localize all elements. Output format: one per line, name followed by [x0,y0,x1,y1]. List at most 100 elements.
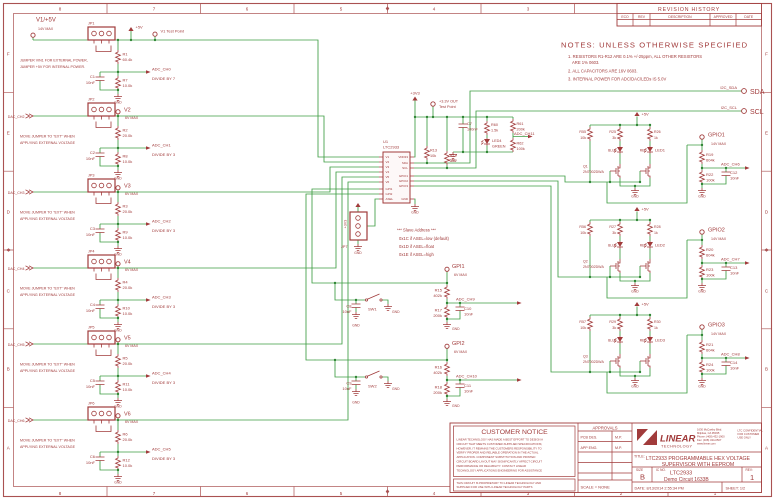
resistor-value: 20.0k [123,285,133,290]
led-color-label: GREEN [492,145,506,149]
resistor-ref: R1 [123,52,129,57]
sda-net-label: I2C_SDA [720,85,737,90]
led-color-label: RED [640,339,647,343]
adc-arrow [146,450,151,454]
test-point-3v3 [430,101,436,107]
adc-arrow [517,301,522,305]
gnd-label: GND [698,195,706,199]
approval-initials: M.P. [615,436,622,440]
channel-note: APPLYING EXTERNAL VOLTAGE [20,293,76,297]
cap-ref: C13 [730,265,738,270]
note-line: ARE 1% 0603. [572,60,599,65]
frame-col: 4 [433,7,436,12]
revision-header: ECO [621,15,629,19]
resistor-bottom [115,75,121,91]
adc-arrow [146,70,151,74]
divide-label: DIVIDE BY 3 [152,152,176,157]
chip-pin: ASEL [386,197,394,201]
chip-pin: VDD33 [398,155,408,159]
customer-notice-line: TECHNOLOGY APPLICATIONS ENGINEERING FOR … [457,468,543,472]
resistor-top [115,49,121,65]
resistor-ref: R30 [654,320,661,324]
adc-arrow [517,378,522,382]
adc-arrow [745,356,750,360]
cap-value: 10nF [730,271,740,276]
gnd-label: GND [392,310,400,314]
resistor-top [115,429,121,445]
cap-value: 10nF [464,312,474,317]
adc-arrow [146,298,151,302]
led-color-label: BLUE [608,149,616,153]
resistor-value: 10k [580,231,586,235]
wire-v3-bus [190,166,379,193]
resistor-top [699,339,705,355]
wire-v5-bus [190,176,379,345]
v1-max: 14V MAX [38,27,54,31]
schematic-title-line1: LTC2933 PROGRAMMABLE HEX VOLTAGE [646,456,751,462]
jumper-shunt [95,425,112,432]
mosfet-part: 2N7002DWA [583,170,604,174]
note-line: 3. INTERNAL POWER FOR ADC/DAC/LEDs IS 5.… [568,77,666,82]
channel-note: APPLYING EXTERNAL VOLTAGE [20,217,76,221]
linear-logo-icon [635,429,648,441]
cap-ref: C8 [346,304,352,309]
approval-role: APP ENG. [581,446,598,450]
led-ref: LED1 [655,148,666,153]
sda-terminal [741,88,747,94]
gpio-name: GPIO3 [708,323,725,329]
led-color-label: RED [640,149,647,153]
gnd-label: GND [352,324,360,328]
resistor-value: 10.0k [123,463,133,468]
channel-terminal: V4 6V MAX [115,260,139,272]
gnd-label: GND [114,405,122,409]
dac-input: DAC_CH2 [8,113,34,119]
wire-adc11-div [512,117,528,138]
channel-block: JP2 V2 6V MAX DAC_CH2 R2 20.0k ADC_CH1 D… [8,98,190,181]
resistor-top [115,125,121,141]
resistor-value: 3k [612,136,616,140]
resistor-value: 1k [654,231,658,235]
company-addr-line: 1630 McCarthy Blvd. [697,428,722,432]
adc-net-label: ADC_CH5 [152,447,171,452]
size-label: SIZE [636,468,643,472]
gnd-label: GND [114,253,122,257]
chip-pin: V6 [386,180,390,184]
revision-history: REVISION HISTORY ECO REV DESCRIPTION APP… [616,3,762,27]
wire-segment [583,211,745,299]
p3v3-label: +3V3 [410,91,420,96]
test-point-label: +3.3V OUT [439,100,459,104]
channel-note: APPLYING EXTERNAL VOLTAGE [20,369,76,373]
wire-scl [414,110,742,169]
adc-net-label: ADC_CH10 [456,374,478,379]
wire-v1-bus [190,39,379,158]
resistor-ref: R25 [609,130,616,134]
frame-row: B [765,367,768,372]
channel-note: MOVE JUMPER TO "EXT" WHEN [20,439,75,443]
switch-blade [367,370,380,377]
resistor-red [647,221,653,237]
approval-initials: M.P. [615,446,622,450]
v1-extras: V1/+5V 14V MAX +5V V1 Test Point [30,18,185,42]
resistor-value: 1k [654,326,658,330]
adc-net-label: ADC_CH2 [152,219,171,224]
led-color-label: BLUE [608,339,616,343]
gnd-symbol [353,243,363,252]
filter-capacitor [351,380,361,385]
led-resistor [484,120,490,136]
resistor-ref: R55 [579,130,586,134]
gpi-terminal [444,343,450,349]
divide-label: DIVIDE BY 3 [152,456,176,461]
resistor-ref: R24 [706,362,714,367]
p5v-arrow [634,207,640,211]
cap-value: 10nF [730,366,740,371]
p3v3-label: +3V3 [344,220,348,229]
wire-segment [583,116,745,204]
cap-ref: C7 [467,122,472,126]
cap-value: 100nF [467,128,478,132]
resistor-ref: R7 [123,78,129,83]
test-point-label: Test Point [439,105,457,109]
resistor-blue [617,221,623,237]
gnd-label: GND [114,101,122,105]
gnd-label: GND [352,401,360,405]
chip-pin: V5 [386,175,390,179]
